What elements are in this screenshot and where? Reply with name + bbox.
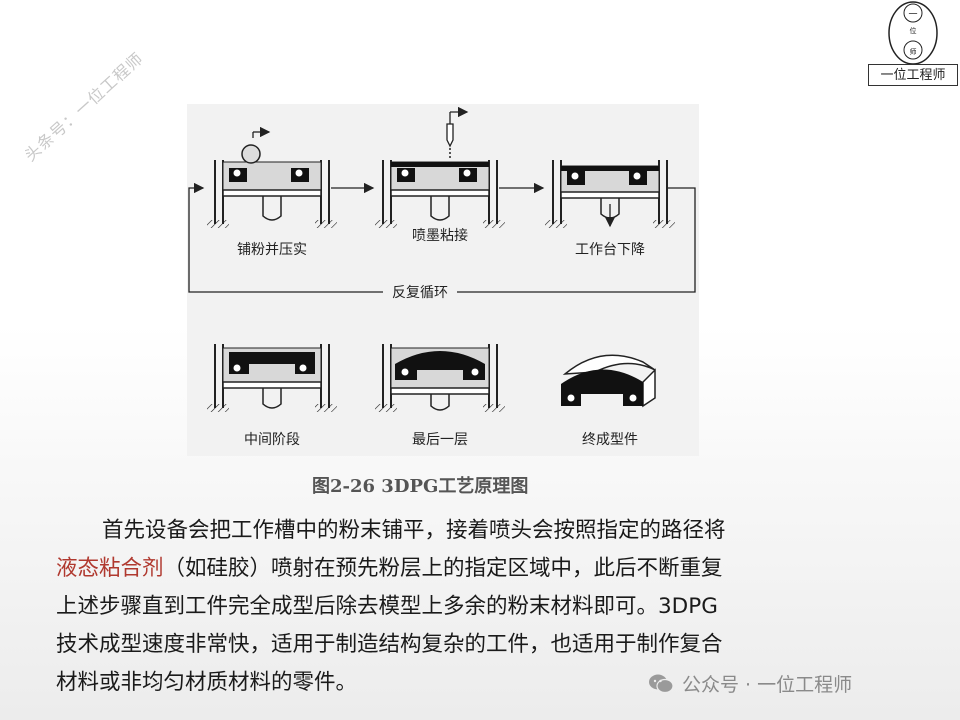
loop-line-left [188, 182, 383, 293]
wechat-icon [649, 674, 674, 693]
step-2-diagram [375, 106, 505, 228]
highlight-term: 液态粘合剂 [56, 556, 164, 581]
body-paragraph: 首先设备会把工作槽中的粉末铺平，接着喷头会按照指定的路径将 液态粘合剂（如硅胶）… [56, 512, 892, 702]
wechat-account: 公众号 · 一位工程师 [648, 670, 852, 697]
step-3-diagram [545, 160, 675, 228]
paragraph-line-5: 材料或非均匀材质材料的零件。 [56, 670, 358, 695]
stage-label-last: 最后一层 [412, 432, 468, 448]
loop-label: 反复循环 [392, 284, 448, 301]
step-label-2: 喷墨粘接 [412, 227, 468, 244]
logo-label: 一位工程师 [868, 64, 958, 86]
watermark-text: 头条号：一位工程师 [20, 48, 148, 166]
final-part-diagram [561, 354, 656, 408]
wechat-text: 公众号 · 一位工程师 [682, 674, 853, 696]
paragraph-line-1: 首先设备会把工作槽中的粉末铺平，接着喷头会按照指定的路径将 [56, 512, 892, 550]
stage-label-final: 终成型件 [582, 432, 638, 448]
stage-last-layer-diagram [375, 344, 505, 412]
logo-emblem-icon: 一 位 师 [888, 1, 938, 65]
svg-text:位: 位 [910, 26, 917, 35]
stage-label-middle: 中间阶段 [244, 432, 300, 448]
loop-line-right [457, 187, 696, 293]
svg-text:师: 师 [910, 47, 917, 56]
figure-caption: 图2-26 3DPG工艺原理图 [312, 476, 529, 497]
line-2-text: （如硅胶）喷射在预先粉层上的指定区域中，此后不断重复 [163, 556, 723, 581]
paragraph-line-2: 液态粘合剂（如硅胶）喷射在预先粉层上的指定区域中，此后不断重复 [56, 550, 892, 588]
step-label-3: 工作台下降 [575, 242, 645, 258]
paragraph-line-3: 上述步骤直到工件完全成型后除去模型上多余的粉末材料即可。3DPG [56, 594, 718, 619]
step-1-diagram [207, 126, 337, 228]
step-label-1: 铺粉并压实 [237, 242, 307, 258]
line-1-text: 首先设备会把工作槽中的粉末铺平，接着喷头会按照指定的路径将 [102, 518, 726, 543]
process-diagram: 铺粉并压实 喷墨粘接 [187, 104, 699, 456]
svg-text:一: 一 [908, 10, 917, 20]
stage-middle-diagram [207, 344, 337, 412]
paragraph-line-4: 技术成型速度非常快，适用于制造结构复杂的工件，也适用于制作复合 [56, 632, 723, 657]
